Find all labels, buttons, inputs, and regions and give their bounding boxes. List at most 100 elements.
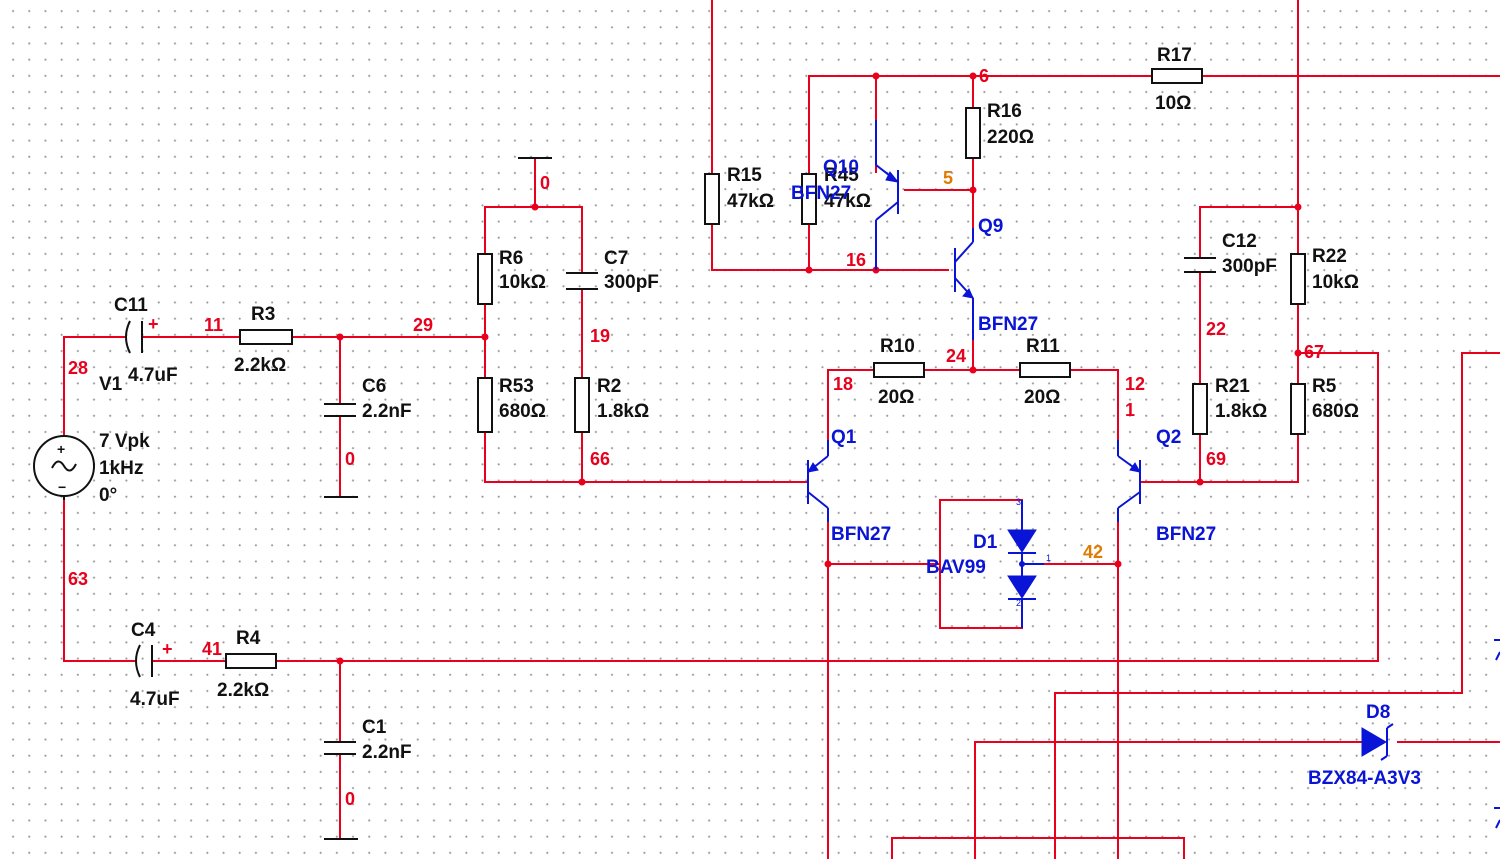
wire-r4-right[interactable] bbox=[275, 352, 1379, 662]
transistor-q10[interactable] bbox=[875, 120, 900, 270]
label-c4-ref: C4 bbox=[131, 620, 156, 641]
capacitor-c11[interactable] bbox=[125, 320, 143, 354]
junction bbox=[969, 72, 977, 80]
junction bbox=[969, 366, 977, 374]
label-r45-value: 47kΩ bbox=[824, 191, 871, 212]
junctions bbox=[336, 72, 1302, 665]
wire-net16[interactable] bbox=[711, 223, 949, 271]
label-r21-value: 1.8kΩ bbox=[1215, 401, 1267, 422]
capacitor-c6[interactable] bbox=[324, 403, 356, 417]
capacitor-c4[interactable] bbox=[135, 644, 153, 678]
label-d1-ref: D1 bbox=[973, 532, 998, 553]
net-labels: 6 5 16 0 11 29 19 28 0 66 18 24 12 1 22 … bbox=[68, 66, 1324, 809]
label-r4-value: 2.2kΩ bbox=[217, 680, 269, 701]
label-q2-ref: Q2 bbox=[1156, 427, 1181, 448]
label-r2-value: 1.8kΩ bbox=[597, 401, 649, 422]
junction bbox=[824, 560, 832, 568]
net-label-24: 24 bbox=[946, 346, 966, 366]
label-v1-amplitude: 7 Vpk bbox=[99, 431, 150, 452]
label-v1-ref: V1 bbox=[99, 374, 123, 395]
resistor-r53[interactable] bbox=[477, 377, 493, 433]
net-label-5: 5 bbox=[943, 168, 953, 188]
label-r53-ref: R53 bbox=[499, 376, 534, 397]
label-v1-phase: 0° bbox=[99, 485, 117, 506]
transistor-q2[interactable] bbox=[1117, 440, 1141, 522]
label-c6-value: 2.2nF bbox=[362, 401, 412, 422]
label-d8-ref: D8 bbox=[1366, 702, 1390, 723]
label-c7-ref: C7 bbox=[604, 248, 628, 269]
resistor-r5[interactable] bbox=[1290, 383, 1306, 435]
v1-plus: + bbox=[57, 441, 65, 457]
junction bbox=[578, 478, 586, 486]
resistor-r17[interactable] bbox=[1151, 68, 1203, 84]
net-label-0-c1: 0 bbox=[345, 789, 355, 809]
net-label-0-top: 0 bbox=[540, 173, 550, 193]
wire-net69[interactable] bbox=[1139, 433, 1299, 483]
wire-r53-bot[interactable] bbox=[484, 431, 809, 483]
net-label-16: 16 bbox=[846, 250, 866, 270]
diode-d1[interactable] bbox=[1007, 500, 1044, 628]
label-q2-model: BFN27 bbox=[1156, 524, 1216, 545]
resistor-r11[interactable] bbox=[1019, 362, 1071, 378]
label-r53-value: 680Ω bbox=[499, 401, 546, 422]
label-r6-value: 10kΩ bbox=[499, 272, 546, 293]
label-r21-ref: R21 bbox=[1215, 376, 1250, 397]
label-r45-ref: R45 bbox=[824, 165, 859, 186]
resistor-r16[interactable] bbox=[965, 107, 981, 159]
resistor-r10[interactable] bbox=[873, 362, 925, 378]
resistor-r45[interactable] bbox=[801, 173, 817, 225]
junction bbox=[336, 657, 344, 665]
junction bbox=[336, 333, 344, 341]
label-q10-ref: Q10 bbox=[823, 157, 859, 178]
net-label-41: 41 bbox=[202, 639, 222, 659]
label-c11-ref: C11 bbox=[114, 295, 148, 316]
net-label-18: 18 bbox=[833, 374, 853, 394]
label-r22-ref: R22 bbox=[1312, 246, 1347, 267]
label-r4-ref: R4 bbox=[236, 628, 261, 649]
label-c1-ref: C1 bbox=[362, 717, 387, 738]
label-q9-model: BFN27 bbox=[978, 314, 1038, 335]
net-label-1: 1 bbox=[1125, 400, 1135, 420]
junction bbox=[969, 186, 977, 194]
net-label-11: 11 bbox=[204, 315, 223, 335]
wire-net12[interactable] bbox=[1069, 369, 1119, 441]
voltage-source-v1[interactable] bbox=[33, 435, 95, 500]
net-label-67: 67 bbox=[1304, 342, 1324, 362]
resistor-r2[interactable] bbox=[574, 377, 590, 433]
capacitor-c1[interactable] bbox=[324, 741, 356, 755]
net-label-63: 63 bbox=[68, 569, 88, 589]
component-labels: R17 10Ω R16 220Ω R15 47kΩ R45 47kΩ Q10 B… bbox=[57, 45, 1421, 789]
net-label-19: 19 bbox=[590, 326, 610, 346]
label-r17-value: 10Ω bbox=[1155, 93, 1191, 114]
resistor-r4[interactable] bbox=[225, 653, 277, 669]
transistor-q9[interactable] bbox=[954, 228, 974, 340]
junction bbox=[1294, 349, 1302, 357]
label-r3-value: 2.2kΩ bbox=[234, 355, 286, 376]
label-d8-model: BZX84-A3V3 bbox=[1308, 768, 1421, 789]
wire-net63[interactable] bbox=[63, 495, 135, 662]
label-r11-ref: R11 bbox=[1026, 336, 1060, 357]
wire-net18[interactable] bbox=[827, 369, 875, 441]
wire-bottom-box[interactable] bbox=[891, 837, 1185, 859]
junction bbox=[1114, 560, 1122, 568]
v1-minus: − bbox=[58, 479, 66, 495]
resistor-r22[interactable] bbox=[1290, 253, 1306, 305]
wire-net28[interactable] bbox=[63, 336, 125, 437]
resistor-r6[interactable] bbox=[477, 253, 493, 305]
resistor-r15[interactable] bbox=[704, 173, 720, 225]
c11-plus: + bbox=[148, 314, 159, 334]
label-r5-value: 680Ω bbox=[1312, 401, 1359, 422]
resistor-r21[interactable] bbox=[1192, 383, 1208, 435]
label-r16-value: 220Ω bbox=[987, 127, 1034, 148]
diode-d8[interactable] bbox=[1361, 723, 1394, 761]
label-r6-ref: R6 bbox=[499, 248, 523, 269]
label-d1-model: BAV99 bbox=[926, 557, 986, 578]
resistor-r3[interactable] bbox=[239, 329, 293, 345]
capacitor-c7[interactable] bbox=[566, 272, 598, 290]
wire-right-bus[interactable] bbox=[1054, 352, 1500, 859]
transistor-q1[interactable] bbox=[807, 440, 829, 522]
label-c12-value: 300pF bbox=[1222, 256, 1277, 277]
wire-d8-line[interactable] bbox=[974, 741, 1363, 859]
capacitor-c12[interactable] bbox=[1184, 257, 1216, 273]
